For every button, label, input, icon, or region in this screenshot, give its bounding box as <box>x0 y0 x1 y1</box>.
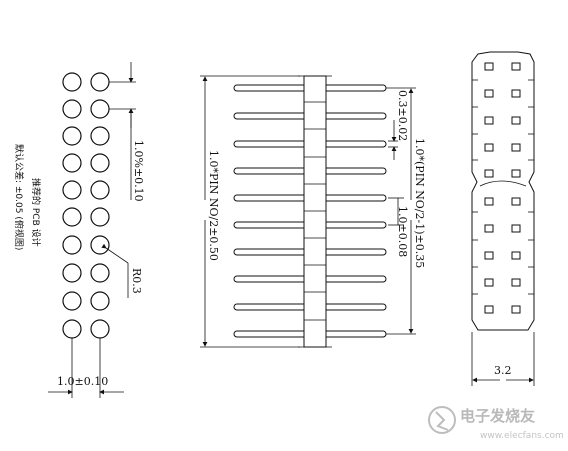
pcb-hole <box>90 180 110 200</box>
pcb-hole <box>90 153 110 173</box>
pcb-hole-pattern <box>62 72 110 339</box>
hole-pitch-dimension <box>48 338 124 398</box>
header-top-view <box>471 51 535 331</box>
pin-pitch-label: 1.0±0.08 <box>396 206 409 257</box>
hole-pitch-label: 1.0±0.10 <box>57 375 108 388</box>
pcb-note-title: 推荐的 PCB 设计 <box>30 178 42 247</box>
pcb-hole <box>90 72 110 92</box>
watermark-text: 电子发烧友 <box>460 407 535 425</box>
pcb-hole <box>90 319 110 339</box>
pcb-hole <box>90 99 110 119</box>
radius-label: R0.3 <box>130 268 143 294</box>
pcb-hole <box>62 319 82 339</box>
pcb-hole <box>62 99 82 119</box>
pcb-hole <box>62 207 82 227</box>
pcb-hole <box>90 126 110 146</box>
pcb-hole <box>90 207 110 227</box>
housing-width-label: 3.2 <box>494 364 512 377</box>
pcb-hole <box>62 180 82 200</box>
pcb-hole <box>90 235 110 255</box>
header-side-view <box>233 75 387 348</box>
row-pitch-dimension <box>109 62 136 200</box>
watermark-url: www.elecfans.com <box>480 431 564 441</box>
pcb-hole <box>62 263 82 283</box>
pin-span-dimension <box>386 87 416 335</box>
pcb-note-tolerance: 默认公差: ±0.05 (俯视图) <box>13 144 25 250</box>
pcb-hole <box>62 235 82 255</box>
pin-thickness-dimension <box>388 120 398 160</box>
watermark-logo-icon <box>428 406 456 434</box>
pcb-hole <box>62 153 82 173</box>
pcb-hole <box>62 291 82 311</box>
pin-pitch-dimension <box>388 197 404 226</box>
pin-squares <box>484 62 521 314</box>
pcb-hole <box>90 263 110 283</box>
overall-length-label: 1.0*PIN NO/2±0.50 <box>207 150 220 261</box>
pcb-hole <box>62 126 82 146</box>
pcb-hole <box>62 72 82 92</box>
pin-thickness-label: 0.3±0.02 <box>396 90 409 141</box>
pin-span-label: 1.0*(PIN NO/2-1)±0.35 <box>413 138 426 268</box>
housing-outline <box>471 51 535 331</box>
housing-width-dimension <box>471 332 535 386</box>
plastic-body <box>303 75 327 348</box>
row-pitch-label: 1.0%±0.10 <box>132 140 145 202</box>
pcb-hole <box>90 291 110 311</box>
radius-leader <box>101 243 129 298</box>
overall-length-dimension <box>200 75 300 348</box>
watermark-logo <box>428 406 456 434</box>
